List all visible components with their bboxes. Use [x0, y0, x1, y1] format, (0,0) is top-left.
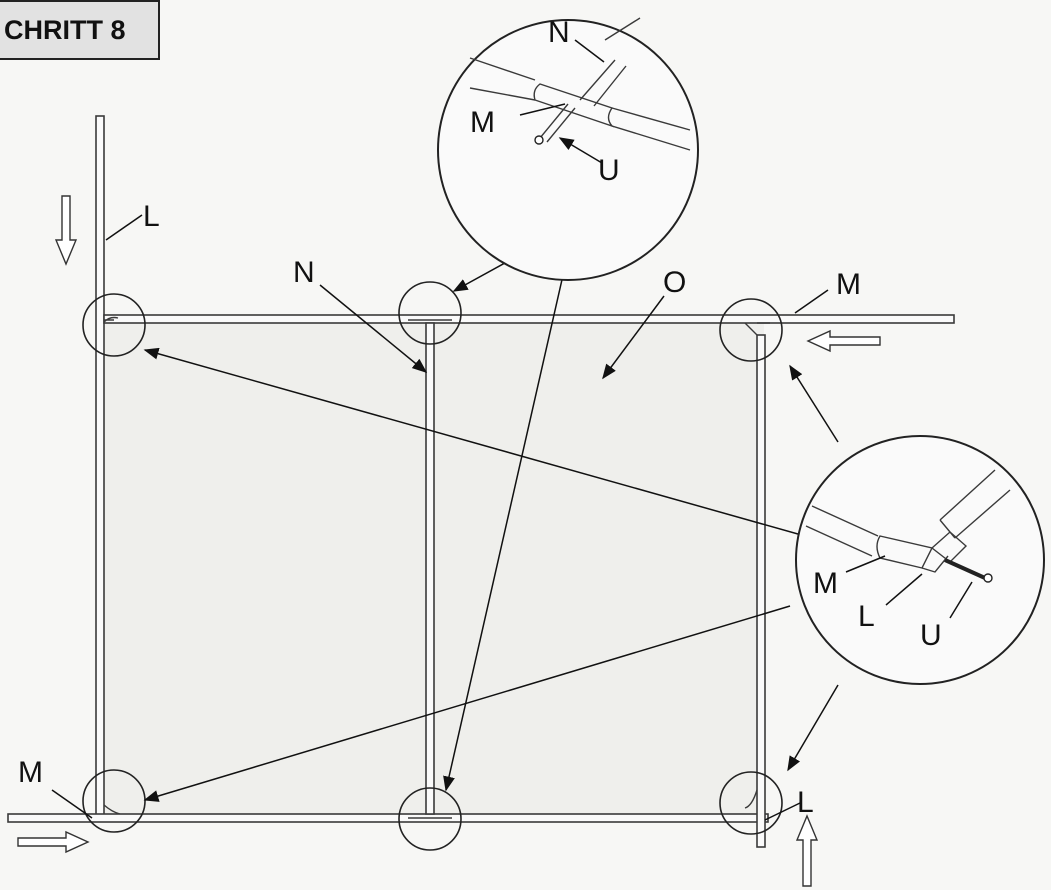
corner-detail-bottom-right [744, 789, 758, 809]
label-detail2-l: L [858, 600, 875, 633]
rod-left-vertical [95, 115, 105, 821]
label-detail1-n: N [548, 16, 570, 49]
arrow-left-right [806, 329, 881, 353]
joint-top-right [719, 298, 783, 362]
label-m-bottom-left: M [18, 756, 43, 789]
rod-bottom-horizontal [7, 813, 769, 823]
label-l-bottom-right: L [797, 786, 814, 819]
joint-bottom-middle [398, 787, 462, 851]
leader-detail2-bottom-right [787, 684, 839, 772]
arrow-down-left [54, 195, 78, 266]
leader-m-bottom-left [51, 789, 93, 819]
step-title: CHRITT 8 [4, 14, 126, 45]
leader-detail2-l [885, 573, 923, 606]
leader-detail2-u [949, 581, 973, 619]
leader-l-bottom-right [764, 802, 801, 821]
label-n-top: N [293, 256, 315, 289]
leader-o-panel [602, 295, 665, 380]
leader-detail1-u [558, 137, 603, 164]
joint-bottom-right [719, 771, 783, 835]
rod-top-horizontal [103, 314, 955, 324]
label-detail1-m: M [470, 106, 495, 139]
leader-detail1-n [574, 39, 605, 63]
leader-l-top-left [105, 214, 143, 241]
detail-circle-top [437, 17, 699, 281]
step-title-box: CHRITT 8 [0, 0, 160, 60]
leader-n-top [319, 284, 428, 373]
rod-right-vertical [756, 334, 766, 848]
arrow-up-bottom-right [795, 814, 819, 887]
label-o-panel: O [663, 266, 686, 299]
label-l-top-left: L [143, 200, 160, 233]
label-m-top-right: M [836, 268, 861, 301]
corner-detail-bottom-left [103, 804, 121, 815]
detail-circle-right [795, 435, 1045, 685]
label-detail2-u: U [920, 619, 942, 652]
leader-detail2-top-left [143, 347, 806, 537]
corner-detail-top-left [103, 316, 119, 323]
leader-detail1-m [519, 103, 566, 116]
leader-m-top-right [794, 289, 829, 314]
label-detail1-u: U [598, 154, 620, 187]
leader-detail2-top-right [789, 364, 839, 443]
joint-top-middle [398, 281, 462, 345]
label-detail2-m: M [813, 567, 838, 600]
arrow-right-bottom-left [17, 830, 90, 854]
rod-middle-vertical [425, 322, 435, 815]
corner-detail-top-right [744, 322, 770, 336]
leader-detail2-bottom-left [143, 605, 791, 802]
joint-top-left [82, 293, 146, 357]
leader-detail2-m [845, 555, 886, 573]
leader-detail1-bottom-middle [443, 261, 567, 792]
